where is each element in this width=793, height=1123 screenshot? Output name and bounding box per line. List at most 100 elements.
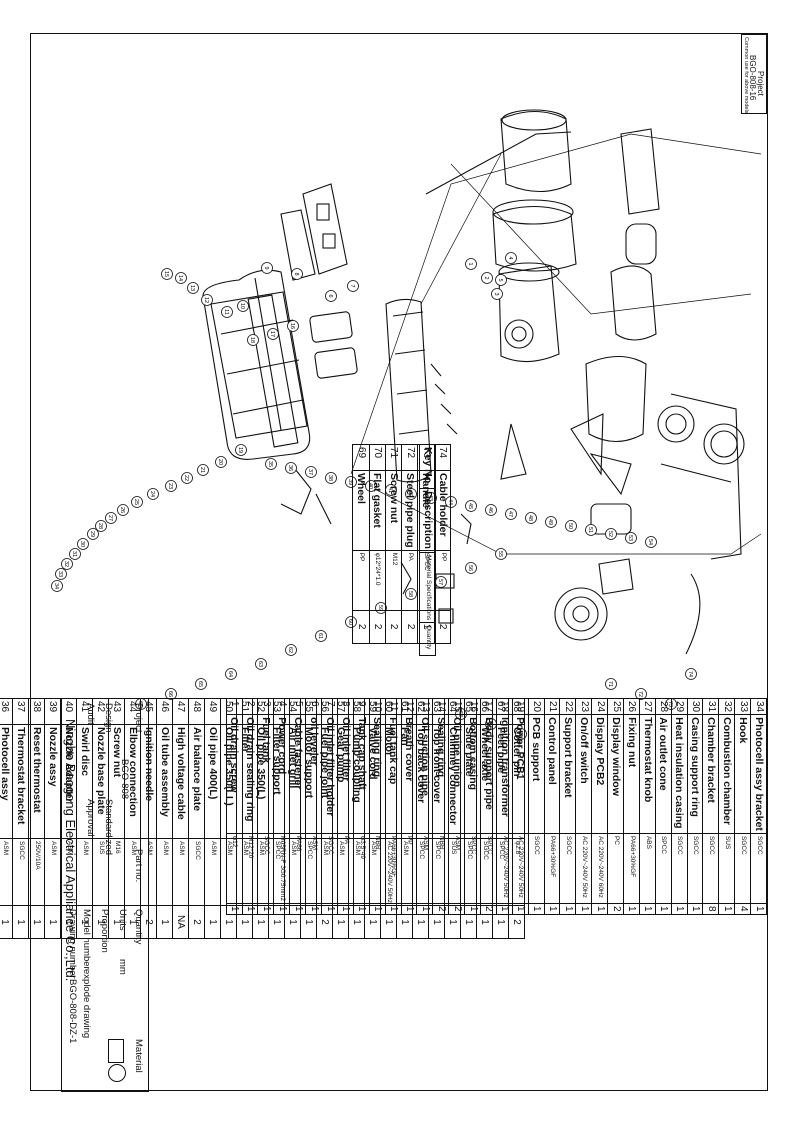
part-key-no: 27 bbox=[639, 698, 656, 715]
part-material: ASM bbox=[364, 838, 381, 906]
part-balloon-number: 72 bbox=[637, 691, 643, 697]
part-balloon-number: 61 bbox=[317, 633, 323, 639]
part-material: AC 220V~240V 50Hz bbox=[380, 838, 397, 906]
part-key-no: 69 bbox=[352, 444, 370, 471]
part-description: Casing support ring bbox=[687, 714, 703, 834]
part-description: Air inlet grill bbox=[284, 724, 301, 839]
part-balloon: 35 bbox=[265, 458, 277, 470]
part-key-no: 70 bbox=[369, 444, 386, 471]
part-balloon: 50 bbox=[565, 520, 577, 532]
part-material: SPCC bbox=[300, 838, 317, 906]
part-balloon: 4 bbox=[505, 252, 517, 264]
part-material: SGCC bbox=[734, 833, 751, 904]
quantity-header: Quantity bbox=[419, 622, 436, 656]
part-balloon-number: 34 bbox=[53, 583, 59, 589]
part-balloon-number: 9 bbox=[263, 266, 269, 269]
part-key-no: 39 bbox=[44, 698, 61, 725]
part-material: SPCC bbox=[655, 833, 672, 904]
projection-circle-icon bbox=[108, 1064, 126, 1082]
part-balloon-number: 1 bbox=[467, 262, 473, 265]
part-balloon-number: 28 bbox=[97, 523, 103, 529]
part-balloon: 44 bbox=[445, 496, 457, 508]
project-tag-label: Project bbox=[756, 71, 765, 96]
part-balloon-number: 3 bbox=[493, 292, 499, 295]
part-material: M12 bbox=[385, 550, 402, 611]
part-quantity: 1 bbox=[268, 905, 285, 939]
part-material: ASM bbox=[0, 838, 13, 906]
part-quantity: 2 bbox=[188, 905, 205, 939]
material-spec-header: Material Specifications bbox=[419, 552, 436, 623]
part-balloon-number: 5 bbox=[497, 278, 503, 281]
part-material: PA66+30%GF bbox=[544, 833, 560, 904]
part-material: SGCC bbox=[476, 838, 493, 906]
part-balloon: 41 bbox=[385, 484, 397, 496]
part-quantity: 1 bbox=[236, 905, 253, 939]
balloon-layer: 1234567891011121314151617181920212223242… bbox=[51, 252, 697, 740]
part-material: SGCC bbox=[12, 838, 29, 906]
part-material: ASM bbox=[284, 838, 301, 906]
part-quantity: 2 bbox=[508, 905, 525, 939]
part-balloon: 5 bbox=[495, 274, 507, 286]
part-balloon-number: 51 bbox=[587, 527, 593, 533]
part-balloon-number: 55 bbox=[497, 551, 503, 557]
part-material: PP bbox=[352, 550, 370, 611]
part-key-no: 54 bbox=[284, 698, 301, 725]
key-no-header: Key No. bbox=[419, 444, 436, 489]
part-balloon-number: 42 bbox=[407, 491, 413, 497]
part-balloon: 25 bbox=[131, 496, 143, 508]
part-balloon-number: 19 bbox=[237, 447, 243, 453]
part-balloon-number: 8 bbox=[293, 272, 299, 275]
units-value: mm bbox=[117, 959, 128, 975]
part-balloon: 20 bbox=[215, 456, 227, 468]
part-balloon: 32 bbox=[61, 558, 73, 570]
part-material: SPCC bbox=[492, 838, 509, 906]
part-quantity: 1 bbox=[156, 905, 173, 939]
part-key-no: 23 bbox=[575, 698, 592, 715]
part-balloon: 16 bbox=[287, 320, 299, 332]
part-balloon: 73 bbox=[665, 698, 677, 710]
part-description: Photocell assy bbox=[0, 724, 13, 839]
part-balloon-number: 26 bbox=[119, 507, 125, 513]
project-value: BGO-808 bbox=[119, 759, 130, 800]
part-material: ASM bbox=[332, 838, 349, 906]
part-key-no: 53 bbox=[268, 698, 285, 725]
part-quantity: 1 bbox=[655, 903, 672, 915]
part-description: Cable holder bbox=[434, 470, 451, 551]
part-balloon: 18 bbox=[247, 334, 259, 346]
part-description: Valve cord bbox=[364, 724, 381, 839]
part-key-no: 30 bbox=[687, 698, 703, 715]
part-balloon-number: 58 bbox=[407, 591, 413, 597]
part-quantity: 1 bbox=[687, 903, 703, 915]
part-balloon-number: 25 bbox=[133, 499, 139, 505]
part-description: Reset thermostat bbox=[28, 724, 45, 839]
part-material: ASM bbox=[252, 838, 269, 906]
part-description: Filter support bbox=[268, 724, 285, 839]
casing-drawing bbox=[385, 109, 660, 483]
part-balloon: 45 bbox=[465, 500, 477, 512]
part-balloon: 15 bbox=[161, 268, 173, 280]
part-balloon-number: 60 bbox=[347, 619, 353, 625]
part-key-no: 32 bbox=[718, 698, 735, 715]
part-quantity: 1 bbox=[44, 905, 61, 939]
part-balloon-number: 69 bbox=[487, 721, 493, 727]
part-key-no: 48 bbox=[188, 698, 205, 725]
part-material: SGCC bbox=[750, 833, 767, 904]
part-balloon: 63 bbox=[255, 658, 267, 670]
part-balloon-number: 18 bbox=[249, 337, 255, 343]
